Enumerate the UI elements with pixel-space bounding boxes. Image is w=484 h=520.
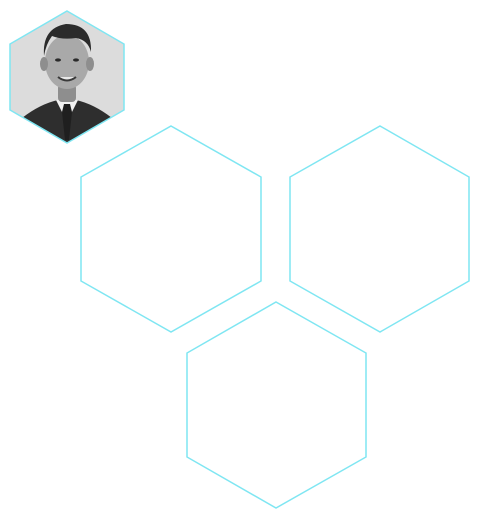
hex-tile-left[interactable] [80,125,262,333]
hex-tile-right[interactable] [289,125,470,333]
avatar-hex-border [9,10,125,144]
hex-tile-bottom[interactable] [186,301,367,509]
avatar[interactable] [9,10,125,144]
avatar-photo [10,11,124,143]
